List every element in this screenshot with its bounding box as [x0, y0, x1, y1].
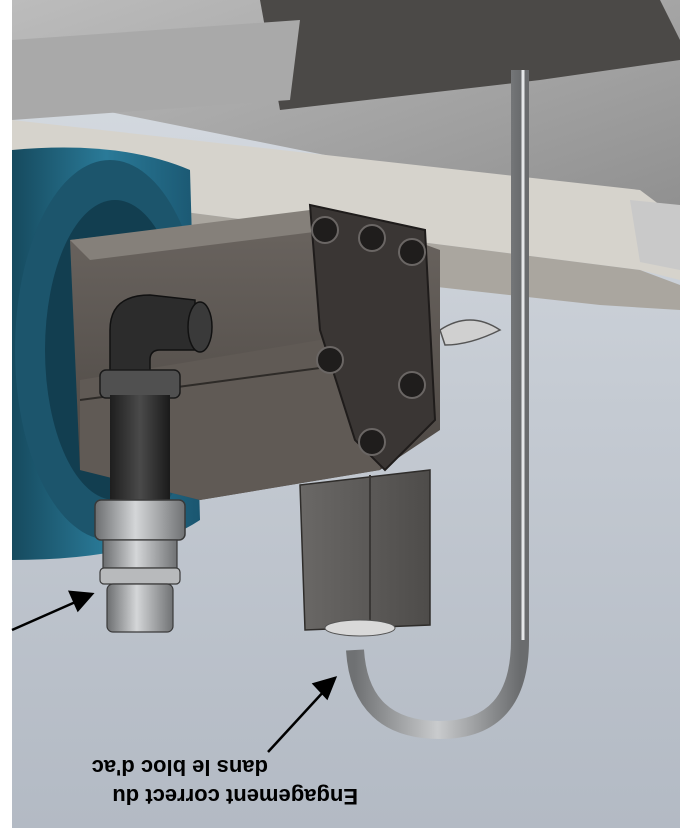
side-clip [439, 319, 502, 346]
valve-block-port [324, 619, 396, 637]
quick-coupler-ring [99, 567, 181, 585]
arrow-coupler-head [67, 590, 95, 613]
caption-line-2: dans le bloc d'ac [91, 755, 268, 780]
bracket-top-face [70, 210, 330, 260]
hose-body [110, 395, 170, 500]
mounting-plate [308, 203, 437, 472]
caption-line-1: Engagement correct du [112, 784, 358, 809]
hose-collar [99, 369, 181, 399]
valve-block [299, 469, 431, 631]
bolt [311, 216, 339, 244]
j-tube [346, 70, 529, 740]
arrow-valve-port-head [311, 676, 338, 701]
quick-coupler-tip [106, 583, 174, 633]
plate-bolts [311, 216, 426, 456]
quick-coupler-mid [102, 539, 178, 569]
elbow-ring [187, 301, 213, 353]
bolt [358, 224, 386, 252]
top-panel-dark-plate [260, 0, 680, 110]
arrow-coupler [11, 590, 95, 632]
quick-coupler-top [94, 499, 186, 541]
bolt [398, 238, 426, 266]
top-panel-light-face [12, 20, 300, 120]
bolt [358, 428, 386, 456]
arrow-valve-port [267, 676, 338, 753]
left-white-margin [0, 0, 12, 828]
right-frame-box [630, 200, 680, 270]
elbow-fitting [109, 294, 196, 381]
bolt [316, 346, 344, 374]
bolt [398, 371, 426, 399]
